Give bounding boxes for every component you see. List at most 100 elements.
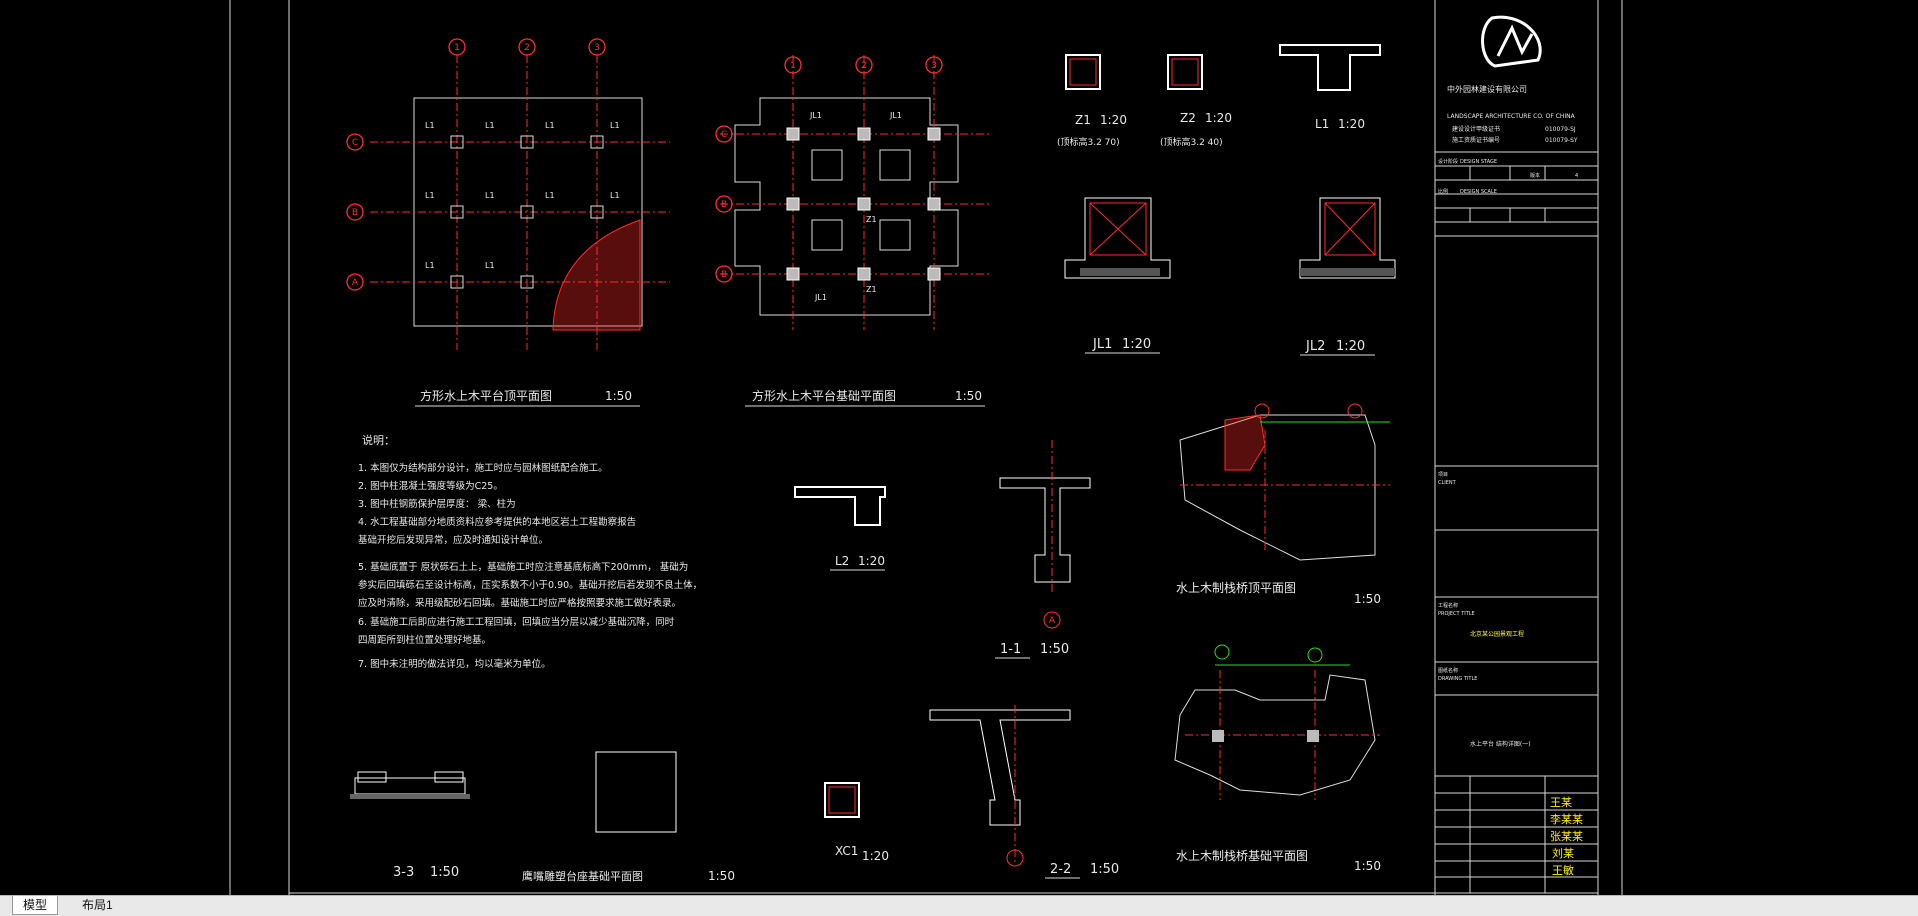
bird-base-scale: 1:50	[708, 869, 735, 883]
jl2-label: JL2	[1305, 339, 1325, 354]
note-line: 基础开挖后发现异常，应及时通知设计单位。	[358, 534, 548, 546]
note-line: 应及时清除，采用级配砂石回填。基础施工时应严格按照要求施工做好表录。	[358, 597, 681, 609]
notes-heading: 说明：	[362, 433, 395, 447]
svg-text:L1: L1	[485, 191, 495, 200]
note-line: 1. 本图仅为结构部分设计，施工时应与园林图纸配合施工。	[358, 462, 608, 474]
l1-label: L1	[1315, 117, 1329, 131]
title-block: 中外园林建设有限公司 LANDSCAPE ARCHITECTURE CO. OF…	[1435, 15, 1598, 893]
section-2-2-scale: 1:50	[1090, 862, 1119, 877]
z1-note: (顶标高3.2 70)	[1057, 136, 1120, 148]
svg-text:C: C	[721, 130, 727, 140]
section-3-3-scale: 1:50	[430, 865, 459, 880]
drawing-sheet: 中外园林建设有限公司 LANDSCAPE ARCHITECTURE CO. OF…	[229, 0, 1623, 895]
section-details: Z1 1:20 (顶标高3.2 70) Z2 1:20 (顶标高3.2 40) …	[794, 44, 1396, 879]
signature-2: 李某某	[1550, 812, 1583, 826]
drawing-value: 水上平台 结构详图(一)	[1470, 740, 1531, 748]
svg-text:A: A	[1049, 616, 1056, 626]
note-line: 7. 图中未注明的做法详见，均以毫米为单位。	[358, 658, 551, 670]
jl1-label: JL1	[1092, 337, 1112, 352]
svg-text:L1: L1	[545, 191, 555, 200]
svg-text:L1: L1	[485, 261, 495, 270]
plan2-title: 方形水上木平台基础平面图	[752, 388, 896, 403]
jl2-scale: 1:20	[1336, 339, 1365, 354]
section-3-3-and-bird-base: 3-3 1:50 鹰嘴雕塑台座基础平面图 1:50	[350, 751, 735, 883]
version-label: 版本	[1530, 172, 1540, 179]
svg-text:B: B	[721, 200, 727, 210]
plan1-scale: 1:50	[605, 389, 632, 403]
z2-scale: 1:20	[1205, 111, 1232, 125]
jl1-scale: 1:20	[1122, 337, 1151, 352]
l1-scale: 1:20	[1338, 117, 1365, 131]
svg-text:L1: L1	[425, 191, 435, 200]
svg-text:L1: L1	[610, 191, 620, 200]
trestle-top-title: 水上木制栈桥顶平面图	[1176, 580, 1296, 595]
company-name-cn: 中外园林建设有限公司	[1447, 84, 1527, 94]
note-line: 4. 水工程基础部分地质资料应参考提供的本地区岩土工程勘察报告	[358, 516, 636, 528]
stage-en: DESIGN STAGE	[1460, 159, 1497, 165]
xc1-label: XC1	[835, 844, 858, 858]
signature-5: 王敏	[1552, 863, 1574, 877]
layout-tab-bar: 模型 布局1	[0, 895, 1918, 916]
stage-label: 设计阶段	[1438, 158, 1458, 165]
z1-scale: 1:20	[1100, 113, 1127, 127]
svg-text:3: 3	[594, 43, 600, 53]
svg-text:C: C	[352, 138, 358, 148]
company-logo-icon	[1481, 15, 1542, 68]
client-label: 项目	[1438, 472, 1448, 478]
trestle-base-scale: 1:50	[1354, 859, 1381, 873]
plan1-title: 方形水上木平台顶平面图	[420, 388, 552, 403]
section-2-2-label: 2-2	[1050, 862, 1071, 877]
note-line: 6. 基础施工后即应进行施工工程回填，回填应当分层以减少基础沉降，同时	[358, 616, 675, 628]
scale-label: 比例	[1438, 188, 1448, 195]
svg-text:Z1: Z1	[866, 285, 877, 294]
section-1-1-label: 1-1	[1000, 642, 1021, 657]
bird-base-title: 鹰嘴雕塑台座基础平面图	[522, 869, 643, 883]
trestle-plans: 水上木制栈桥顶平面图 1:50 水上木制栈桥基础平面图 1:50	[1174, 403, 1390, 873]
svg-text:A: A	[352, 278, 359, 288]
svg-text:L1: L1	[545, 121, 555, 130]
svg-text:1: 1	[790, 61, 796, 71]
note-line: 2. 图中柱混凝土强度等级为C25。	[358, 480, 503, 492]
tab-model[interactable]: 模型	[12, 896, 59, 915]
cert2-label: 施工资质证书编号	[1452, 136, 1500, 144]
svg-text:1: 1	[454, 43, 460, 53]
svg-text:JL1: JL1	[809, 111, 822, 120]
general-notes: 说明： 1. 本图仅为结构部分设计，施工时应与园林图纸配合施工。 2. 图中柱混…	[358, 433, 702, 670]
tab-layout-1[interactable]: 布局1	[82, 898, 113, 912]
svg-text:2: 2	[524, 43, 530, 53]
l2-label: L2	[835, 554, 849, 568]
svg-text:B: B	[352, 208, 358, 218]
note-line: 3. 图中柱钢筋保护层厚度： 梁、柱为	[358, 498, 516, 510]
scale-en: DESIGN SCALE	[1460, 189, 1497, 195]
company-name-en: LANDSCAPE ARCHITECTURE CO. OF CHINA	[1447, 113, 1576, 120]
cert1-number: 010079-SJ	[1545, 126, 1576, 133]
l2-scale: 1:20	[858, 554, 885, 568]
svg-text:JL1: JL1	[889, 111, 902, 120]
signature-3: 张某某	[1550, 830, 1583, 843]
project-label: 工程名称	[1438, 602, 1458, 609]
drawing-en: DRAWING TITLE	[1438, 676, 1477, 682]
plan2-scale: 1:50	[955, 389, 982, 403]
z2-note: (顶标高3.2 40)	[1160, 136, 1223, 148]
project-en: PROJECT TITLE	[1438, 611, 1475, 617]
svg-text:L1: L1	[610, 121, 620, 130]
note-line: 四周距所到柱位置处理好地基。	[358, 634, 491, 646]
version-value: 4	[1575, 173, 1578, 179]
note-line: 5. 基础底置于 原状砾石土上，基础施工时应注意基底标高下200mm， 基础为	[358, 561, 688, 573]
trestle-base-title: 水上木制栈桥基础平面图	[1176, 848, 1308, 863]
cad-canvas[interactable]: 中外园林建设有限公司 LANDSCAPE ARCHITECTURE CO. OF…	[0, 0, 1918, 895]
svg-text:L1: L1	[425, 261, 435, 270]
project-value: 北京某公园景观工程	[1470, 630, 1524, 638]
svg-text:L1: L1	[425, 121, 435, 130]
signature-1: 王某	[1550, 796, 1572, 809]
drawing-label: 图纸名称	[1438, 667, 1458, 674]
signature-4: 刘某	[1552, 847, 1574, 860]
trestle-top-scale: 1:50	[1354, 592, 1381, 606]
svg-text:JL1: JL1	[814, 293, 827, 302]
cert2-number: 010079-SY	[1545, 137, 1578, 144]
svg-text:Z1: Z1	[866, 215, 877, 224]
svg-text:B: B	[721, 270, 727, 280]
svg-text:L1: L1	[485, 121, 495, 130]
